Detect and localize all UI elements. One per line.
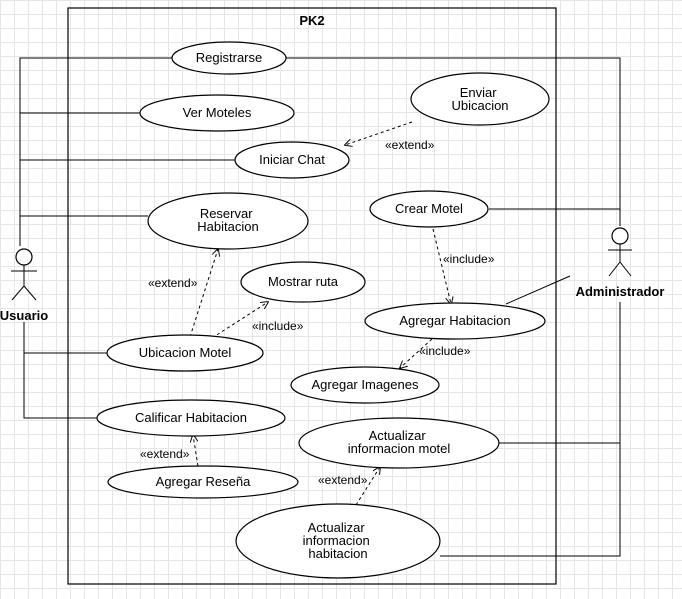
include-label-agregar-habitacion: «include»	[443, 252, 495, 266]
use-case-crear-motel[interactable]: Crear Motel	[369, 190, 489, 228]
svg-text:Ubicacion Motel: Ubicacion Motel	[139, 345, 232, 360]
use-case-actualizar-informacion-motel[interactable]: Actualizar informacion motel	[298, 417, 500, 469]
svg-text:Agregar Reseña: Agregar Reseña	[156, 474, 251, 489]
extend-label-enviar-ubicacion: «extend»	[385, 138, 435, 152]
use-case-enviar-ubicacion[interactable]: Enviar Ubicacion	[410, 72, 550, 126]
dependency-relations	[189, 121, 451, 506]
svg-text:Iniciar Chat: Iniciar Chat	[259, 152, 325, 167]
use-case-iniciar-chat[interactable]: Iniciar Chat	[234, 141, 350, 179]
use-case-registrarse[interactable]: Registrarse	[171, 41, 287, 75]
include-label-agregar-imagenes: «include»	[419, 344, 471, 358]
use-case-agregar-resena[interactable]: Agregar Reseña	[107, 465, 299, 499]
extend-label-resena: «extend»	[140, 447, 190, 461]
svg-text:Ver Moteles: Ver Moteles	[183, 105, 252, 120]
svg-text:Enviar Ubicacion: Enviar Ubicacion	[451, 85, 508, 113]
system-boundary	[67, 7, 557, 585]
svg-text:Agregar Habitacion: Agregar Habitacion	[399, 313, 510, 328]
actor-administrador-label: Administrador	[576, 284, 665, 299]
use-case-ver-moteles[interactable]: Ver Moteles	[139, 94, 295, 132]
svg-text:Calificar Habitacion: Calificar Habitacion	[135, 410, 247, 425]
svg-text:Actualizar informacion: Actualizar informacion habitacion	[303, 520, 374, 561]
usuario-associations	[19, 57, 235, 419]
use-case-agregar-imagenes[interactable]: Agregar Imagenes	[290, 366, 440, 404]
actor-administrador[interactable]: Administrador	[576, 227, 665, 299]
extend-label-actualizar-habitacion: «extend»	[318, 473, 368, 487]
system-title: PK2	[299, 13, 324, 28]
extend-label-reservar: «extend»	[148, 276, 198, 290]
stick-figure-icon	[608, 227, 632, 277]
svg-text:Reservar Habitacion: Reservar Habitacion	[197, 206, 258, 234]
include-label-mostrar-ruta: «include»	[252, 319, 304, 333]
svg-text:Mostrar ruta: Mostrar ruta	[268, 274, 339, 289]
svg-text:Registrarse: Registrarse	[196, 50, 262, 65]
use-case-calificar-habitacion[interactable]: Calificar Habitacion	[96, 399, 286, 437]
svg-text:Crear Motel: Crear Motel	[395, 201, 463, 216]
actor-usuario-label: Usuario	[0, 308, 48, 323]
stick-figure-icon	[11, 248, 37, 301]
use-case-agregar-habitacion[interactable]: Agregar Habitacion	[364, 302, 546, 340]
use-case-actualizar-informacion-habitacion[interactable]: Actualizar informacion habitacion	[235, 503, 441, 579]
actor-usuario[interactable]: Usuario	[0, 248, 48, 323]
use-case-ubicacion-motel[interactable]: Ubicacion Motel	[106, 334, 264, 372]
use-case-mostrar-ruta[interactable]: Mostrar ruta	[240, 261, 366, 303]
svg-text:Actualizar informacion m: Actualizar informacion motel	[348, 428, 451, 456]
administrador-associations	[286, 57, 621, 557]
svg-text:Agregar Imagenes: Agregar Imagenes	[312, 377, 419, 392]
use-case-reservar-habitacion[interactable]: Reservar Habitacion	[147, 192, 309, 250]
